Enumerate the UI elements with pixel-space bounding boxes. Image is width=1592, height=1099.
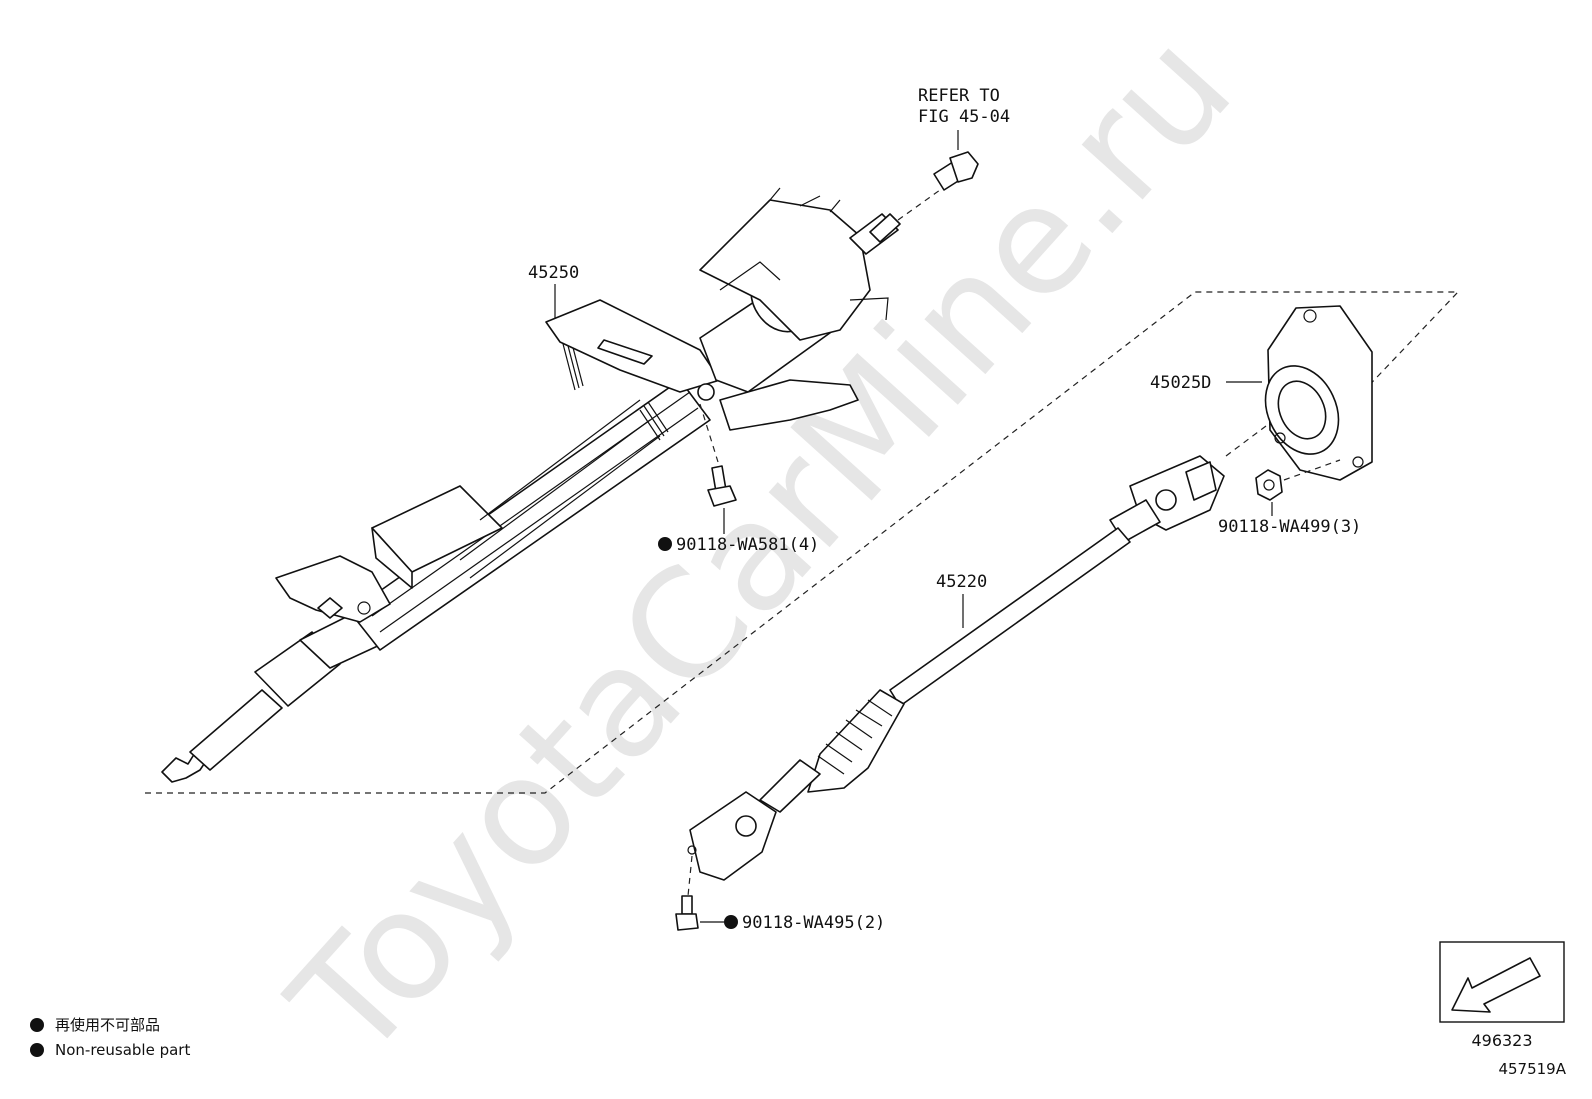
direction-arrow-icon xyxy=(1451,957,1541,1013)
part-number-45250: 45250 xyxy=(528,263,579,283)
steering-column-assembly xyxy=(145,187,1460,794)
part-number-45220: 45220 xyxy=(936,572,987,592)
cover-nut-icon xyxy=(1255,459,1341,516)
legend-marker-en xyxy=(30,1043,44,1057)
direction-arrow-box xyxy=(1439,941,1565,1023)
column-bolt-icon xyxy=(699,403,737,534)
part-number-90118-wa499: 90118-WA499(3) xyxy=(1218,517,1361,537)
refer-to-label: REFER TO xyxy=(918,86,1000,106)
legend-text-en: Non-reusable part xyxy=(55,1041,190,1059)
intermediate-shaft xyxy=(687,455,1225,881)
refer-bolt-icon xyxy=(933,130,979,191)
legend-text-jp: 再使用不可部品 xyxy=(55,1016,160,1034)
illustration-number: 457519A xyxy=(1498,1060,1566,1078)
column-hole-cover xyxy=(1264,305,1373,481)
non-reusable-marker-wa581 xyxy=(658,537,672,551)
shaft-bolt-icon xyxy=(675,855,724,931)
part-number-45025d: 45025D xyxy=(1150,373,1211,393)
box-number: 496323 xyxy=(1471,1031,1532,1050)
non-reusable-marker-wa495 xyxy=(724,915,738,929)
part-number-90118-wa581: 90118-WA581(4) xyxy=(676,535,819,555)
part-number-90118-wa495: 90118-WA495(2) xyxy=(742,913,885,933)
refer-fig-label: FIG 45-04 xyxy=(918,107,1010,127)
legend-marker-jp xyxy=(30,1018,44,1032)
